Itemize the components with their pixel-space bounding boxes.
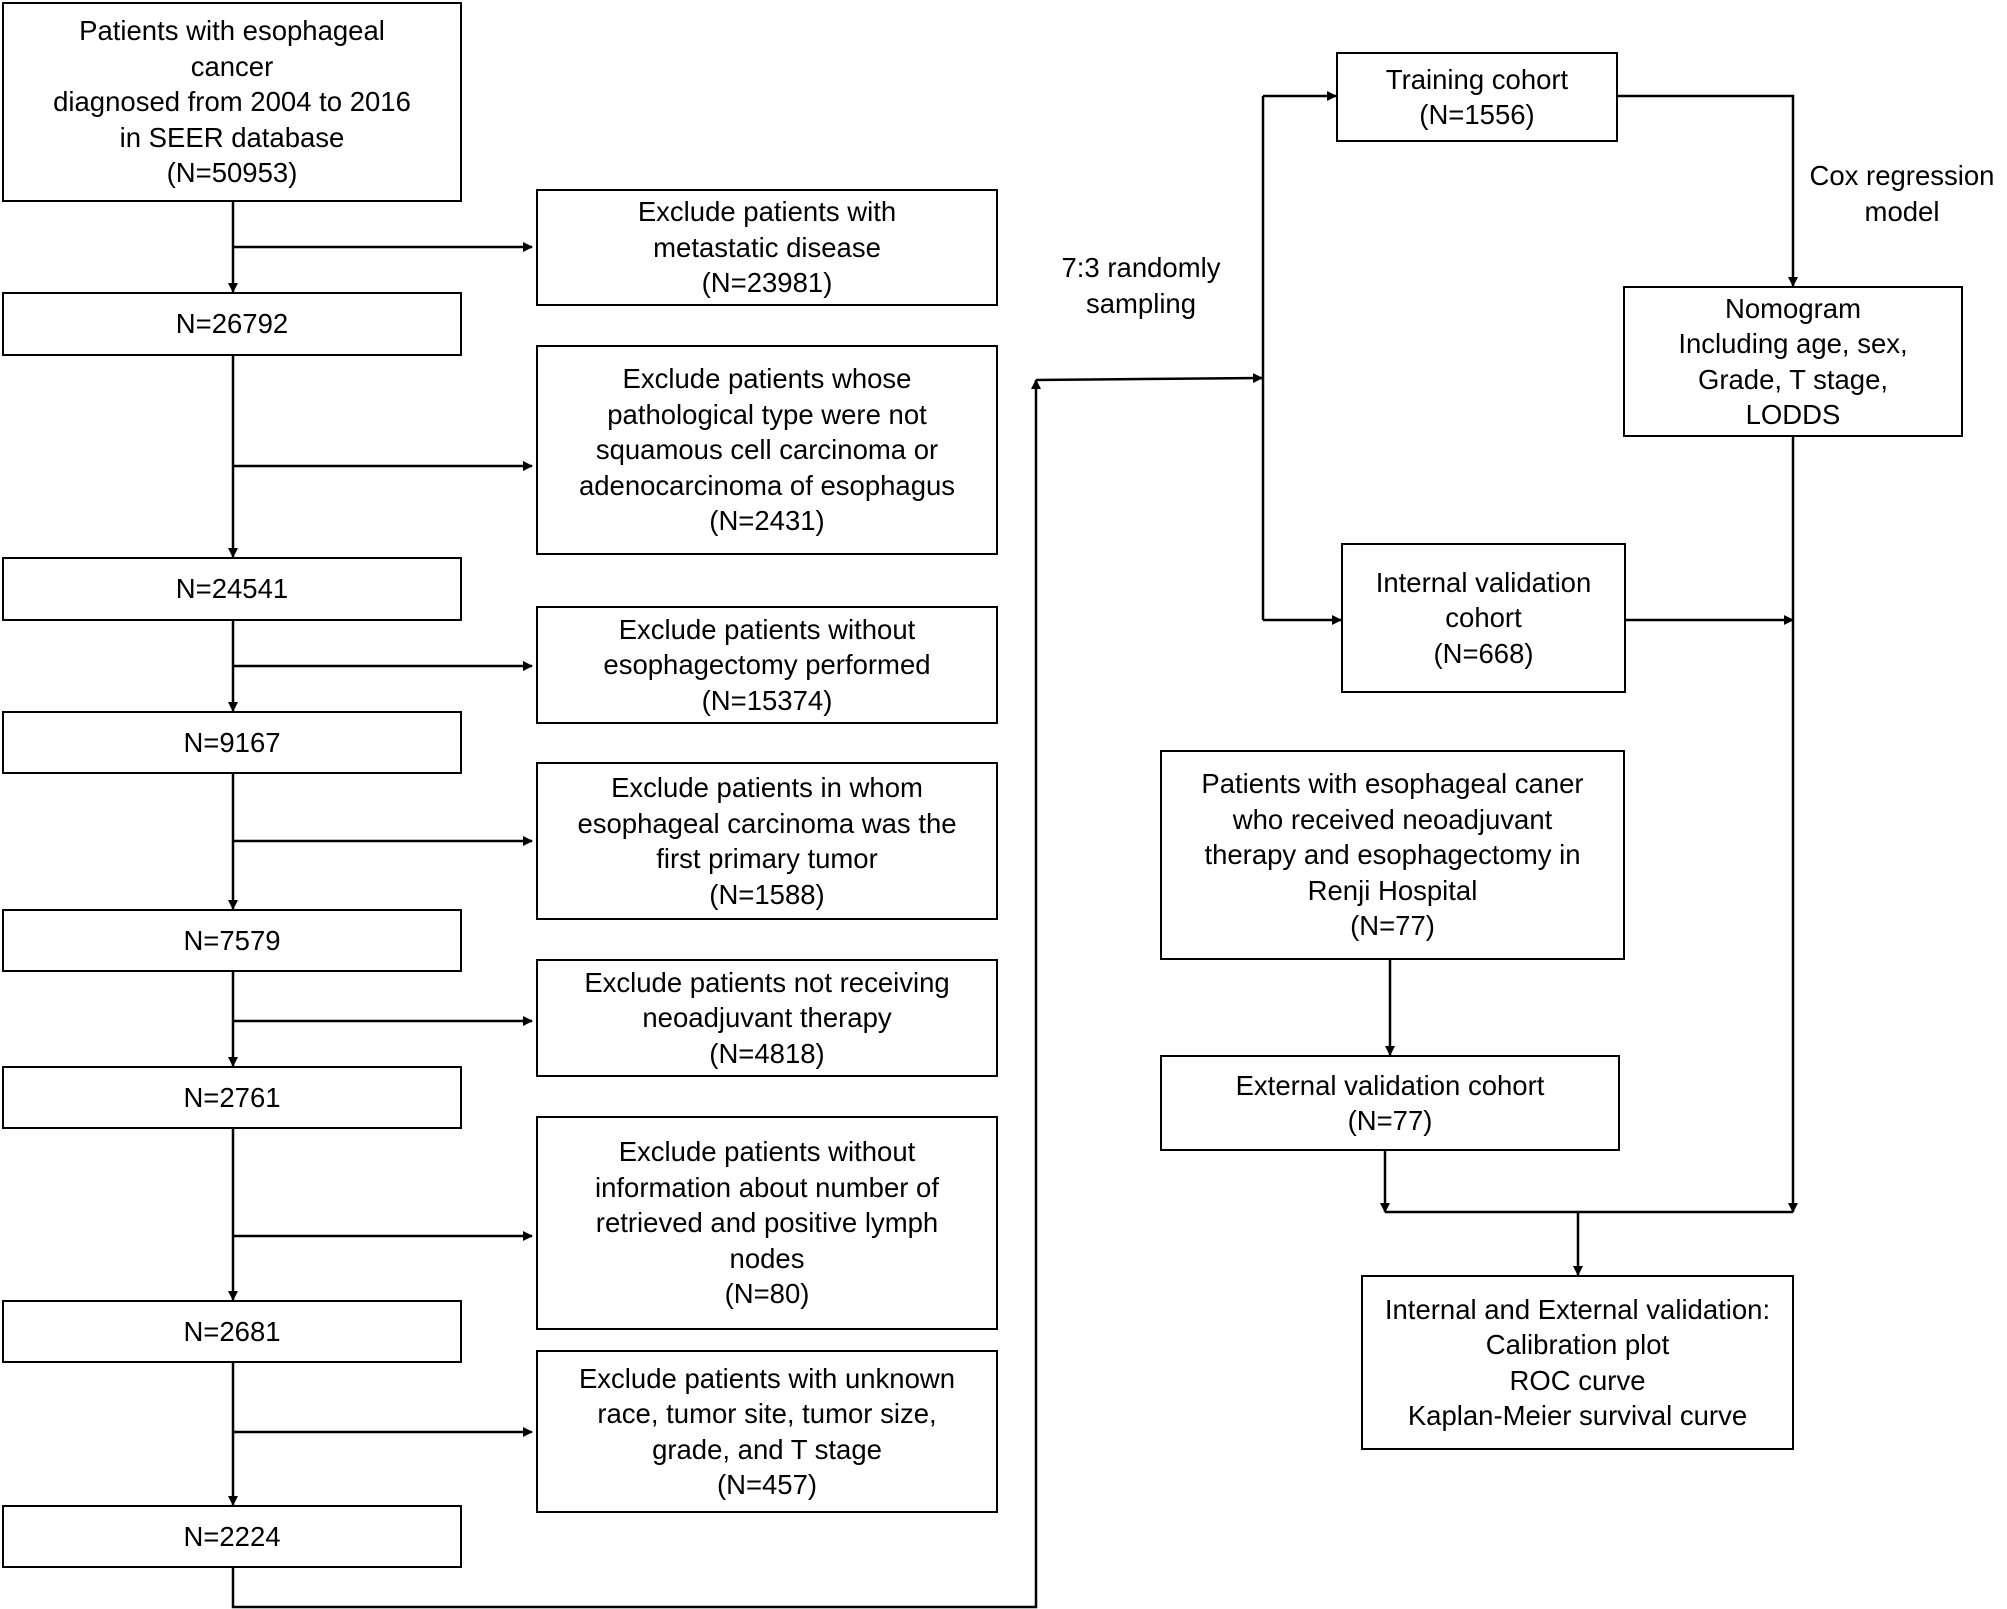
exclusion-line: (N=4818) [709, 1037, 825, 1069]
exclusion-line: Exclude patients in whom [611, 772, 923, 803]
exclusion-line: Exclude patients without [618, 1136, 916, 1168]
exclusion-box-6: Exclude patients without information abo… [536, 1116, 998, 1330]
exclusion-line: (N=2431) [709, 505, 825, 537]
cox-label-line: Cox regression [1809, 160, 1995, 191]
exclusion-line: retrieved and positive lymph [595, 1207, 939, 1239]
count-box-n1: N=26792 [2, 292, 462, 356]
count-box-n4: N=7579 [2, 909, 462, 972]
nomogram-line: Including age, sex, [1678, 328, 1908, 359]
nomogram-line: Nomogram [1724, 292, 1861, 324]
count-label: N=9167 [183, 726, 281, 758]
exclusion-box-5: Exclude patients not receiving neoadjuva… [536, 959, 998, 1077]
exclusion-line: esophageal carcinoma was the [577, 807, 957, 839]
nomogram-box: Nomogram Including age, sex, Grade, T st… [1623, 286, 1963, 437]
renji-line: therapy and esophagectomy in [1204, 839, 1581, 871]
nomogram-line: Grade, T stage, [1697, 363, 1889, 395]
validation-line: Internal and External validation: [1384, 1293, 1771, 1325]
exclusion-line: Exclude patients whose [622, 363, 912, 395]
exclusion-line: (N=15374) [701, 684, 833, 716]
count-label: N=2761 [183, 1081, 281, 1113]
seer-start-line: cancer [190, 50, 274, 82]
count-label: N=7579 [183, 924, 281, 956]
internal-line: (N=668) [1433, 637, 1534, 669]
sampling-label: 7:3 randomly sampling [1026, 250, 1256, 321]
count-box-n2: N=24541 [2, 557, 462, 621]
count-box-n3: N=9167 [2, 711, 462, 774]
sampling-label-line: 7:3 randomly [1061, 252, 1221, 283]
validation-results-box: Internal and External validation: Calibr… [1361, 1275, 1794, 1450]
count-label: N=26792 [175, 308, 289, 340]
validation-line: ROC curve [1509, 1364, 1646, 1396]
exclusion-box-1: Exclude patients with metastatic disease… [536, 189, 998, 306]
internal-validation-box: Internal validation cohort (N=668) [1341, 543, 1626, 693]
seer-start-line: (N=50953) [166, 157, 298, 189]
training-line: (N=1556) [1419, 99, 1535, 130]
renji-patients-box: Patients with esophageal caner who recei… [1160, 750, 1625, 960]
exclusion-line: (N=457) [716, 1469, 818, 1500]
exclusion-line: Exclude patients without [618, 613, 916, 645]
count-box-n6: N=2681 [2, 1300, 462, 1363]
exclusion-line: (N=23981) [701, 267, 833, 299]
internal-line: cohort [1445, 602, 1522, 634]
training-line: Training cohort [1385, 63, 1569, 95]
external-validation-box: External validation cohort (N=77) [1160, 1055, 1620, 1151]
count-label: N=24541 [175, 573, 289, 605]
external-line: External validation cohort [1235, 1069, 1545, 1101]
seer-start-box: Patients with esophageal cancer diagnose… [2, 2, 462, 202]
count-box-n7: N=2224 [2, 1505, 462, 1568]
exclusion-line: pathological type were not [607, 398, 927, 430]
renji-line: Patients with esophageal caner [1201, 768, 1584, 800]
count-box-n5: N=2761 [2, 1066, 462, 1129]
exclusion-line: Exclude patients with [637, 196, 897, 228]
exclusion-box-7: Exclude patients with unknown race, tumo… [536, 1350, 998, 1513]
external-line: (N=77) [1347, 1105, 1433, 1136]
cox-label-line: model [1864, 195, 1940, 227]
nomogram-line: LODDS [1745, 399, 1841, 430]
renji-line: (N=77) [1350, 910, 1435, 942]
exclusion-line: esophagectomy performed [603, 649, 931, 681]
exclusion-line: metastatic disease [653, 231, 881, 263]
internal-line: Internal validation [1375, 566, 1592, 598]
renji-line: Renji Hospital [1307, 874, 1478, 906]
exclusion-line: (N=1588) [709, 878, 825, 910]
count-label: N=2224 [183, 1520, 281, 1552]
exclusion-line: information about number of [595, 1171, 939, 1203]
exclusion-line: adenocarcinoma of esophagus [578, 469, 956, 501]
exclusion-line: first primary tumor [656, 843, 878, 874]
exclusion-box-3: Exclude patients without esophagectomy p… [536, 606, 998, 724]
exclusion-line: neoadjuvant therapy [642, 1002, 892, 1034]
seer-start-line: Patients with esophageal [79, 15, 385, 47]
validation-line: Calibration plot [1485, 1329, 1670, 1360]
exclusion-line: nodes [729, 1242, 805, 1274]
exclusion-line: (N=80) [724, 1278, 810, 1310]
exclusion-box-2: Exclude patients whose pathological type… [536, 345, 998, 555]
exclusion-line: squamous cell carcinoma or [595, 434, 939, 466]
exclusion-line: Exclude patients with unknown [578, 1362, 956, 1394]
exclusion-line: Exclude patients not receiving [584, 966, 950, 998]
exclusion-line: grade, and T stage [652, 1433, 882, 1465]
cox-regression-label: Cox regression model [1798, 158, 2006, 229]
validation-line: Kaplan-Meier survival curve [1407, 1400, 1748, 1431]
count-label: N=2681 [183, 1315, 281, 1347]
route-n7-to-sampling [231, 379, 1041, 1609]
exclusion-line: race, tumor site, tumor size, [597, 1398, 937, 1429]
training-cohort-box: Training cohort (N=1556) [1336, 52, 1618, 142]
seer-start-line: diagnosed from 2004 to 2016 [53, 86, 411, 118]
arrow-to-sampling-split [1035, 373, 1263, 384]
route-training-to-nomogram [1618, 94, 1798, 287]
exclusion-box-4: Exclude patients in whom esophageal carc… [536, 762, 998, 920]
renji-line: who received neoadjuvant [1232, 803, 1553, 835]
seer-start-line: in SEER database [119, 121, 345, 153]
sampling-label-line: sampling [1085, 287, 1197, 319]
